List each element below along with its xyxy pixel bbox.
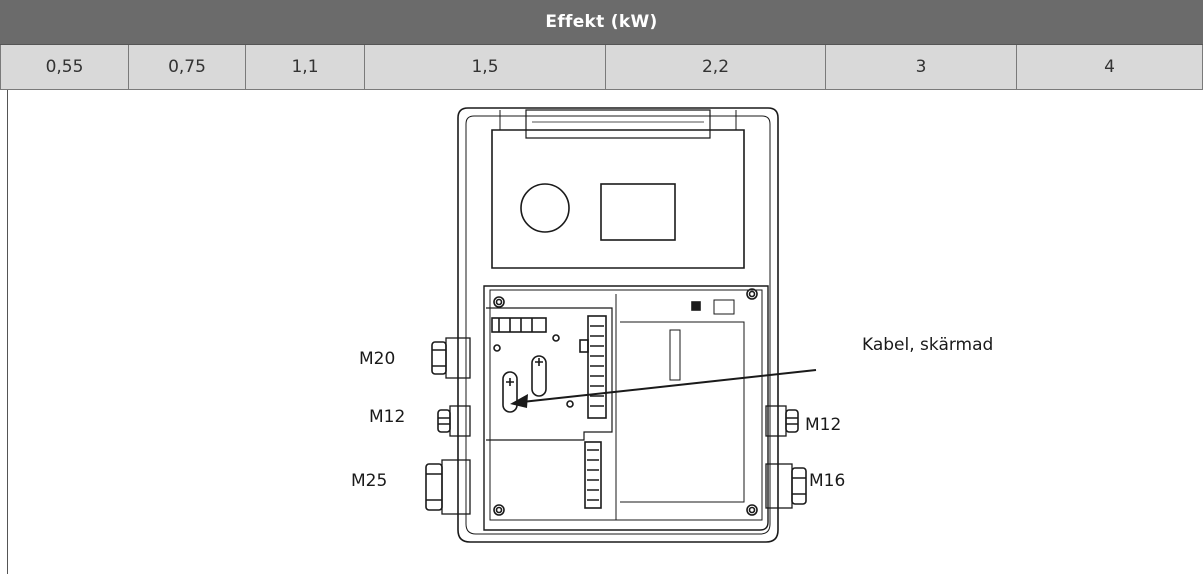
display-window <box>600 183 676 241</box>
cable-pointer-arrow <box>510 369 817 408</box>
gland-m16-right <box>765 463 807 509</box>
label-m20: M20 <box>359 349 395 369</box>
power-value-cell: 0,55 <box>0 45 129 89</box>
gland-m20-left <box>431 337 471 379</box>
power-value-cell: 0,75 <box>129 45 246 89</box>
display-cover <box>491 129 745 269</box>
label-m16: M16 <box>809 471 845 491</box>
label-m12-left: M12 <box>369 407 405 427</box>
knob-circle <box>520 183 570 233</box>
gland-m12-right <box>765 405 799 437</box>
housing-outline <box>457 107 779 543</box>
power-value-cell: 4 <box>1017 45 1203 89</box>
gland-m12-left <box>437 405 471 437</box>
label-shielded-cable: Kabel, skärmad <box>862 335 993 355</box>
power-value-cell: 1,1 <box>246 45 365 89</box>
power-value-cell: 3 <box>826 45 1017 89</box>
frequency-converter-drawing: M20 M12 M25 M12 M16 Kabel, skärmad <box>351 107 993 543</box>
table-header: Effekt (kW) <box>0 0 1203 45</box>
gland-m25-left <box>425 459 471 515</box>
label-m25: M25 <box>351 471 387 491</box>
power-value-cell: 2,2 <box>606 45 826 89</box>
power-value-cell: 1,5 <box>365 45 606 89</box>
terminal-compartment <box>483 285 769 531</box>
table-header-title: Effekt (kW) <box>545 12 658 32</box>
label-m12-right: M12 <box>805 415 841 435</box>
content-left-border <box>7 90 8 574</box>
power-values-row: 0,55 0,75 1,1 1,5 2,2 3 4 <box>0 45 1203 90</box>
